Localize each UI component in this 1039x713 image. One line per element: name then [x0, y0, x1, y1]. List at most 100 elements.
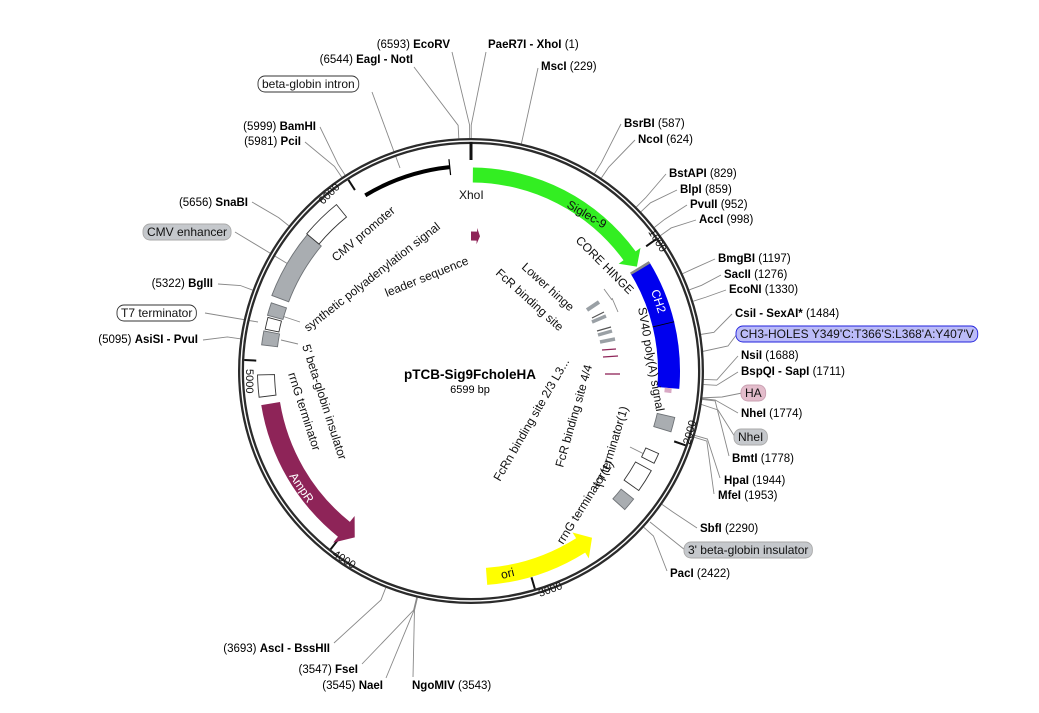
site-leader-line	[470, 51, 487, 139]
feature-cmv-enhancer[interactable]	[271, 233, 322, 303]
feature-leader-sequence[interactable]	[471, 228, 480, 245]
callout-3-beta-globin-insulator[interactable]: 3' beta-globin insulator	[683, 541, 813, 559]
callout-text: CMV enhancer	[147, 225, 227, 239]
feature-sv40-poly-a-signal[interactable]	[653, 412, 676, 433]
site-name: BstAPI	[669, 168, 707, 180]
site-label[interactable]: BstAPI (829)	[669, 168, 737, 180]
callout-text: NheI	[738, 430, 763, 444]
callout-t7-terminator[interactable]: T7 terminator	[116, 304, 197, 322]
site-label[interactable]: EcoNI (1330)	[729, 284, 798, 296]
callout-box	[116, 304, 197, 322]
site-leader-line	[702, 398, 730, 457]
tick-mark	[645, 238, 657, 248]
feature-ch3-holes[interactable]	[652, 321, 680, 389]
site-label[interactable]: (6544) EagI - NotI	[320, 54, 413, 66]
feature-3-beta-globin-insulator[interactable]	[612, 488, 635, 511]
rrng-terminator-1-label: rrnG terminator(1)	[554, 458, 617, 547]
site-name: BglII	[188, 278, 213, 290]
site-label[interactable]: NsiI (1688)	[741, 350, 799, 362]
feature-t7-terminator[interactable]	[264, 316, 283, 333]
callout-text: HA	[745, 386, 762, 400]
site-label[interactable]: AccI (998)	[699, 214, 754, 226]
callout-ha[interactable]: HA	[740, 384, 767, 402]
site-label[interactable]: (5656) SnaBI	[179, 197, 248, 209]
site-label[interactable]: SacII (1276)	[724, 269, 787, 281]
site-label[interactable]: (5981) PciI	[244, 136, 301, 148]
feature-beta-globin-intron[interactable]	[364, 165, 450, 198]
callout-nhei[interactable]: NheI	[733, 428, 768, 446]
callout-box	[683, 541, 813, 559]
restriction-sites: PaeR7I - XhoI (1) MscI (229) BsrBI (587) Nc…	[98, 39, 845, 692]
site-label[interactable]: MfeI (1953)	[718, 490, 778, 502]
site-name: HpaI	[724, 475, 749, 487]
site-label[interactable]: NgoMIV (3543)	[412, 680, 491, 692]
site-label[interactable]: BmgBI (1197)	[718, 253, 791, 265]
site-label[interactable]: MscI (229)	[541, 61, 597, 73]
callout-box	[142, 223, 232, 241]
site-label[interactable]: BmtI (1778)	[732, 453, 794, 465]
site-name: PciI	[281, 136, 301, 148]
callout-ch3-holes[interactable]: CH3-HOLES Y349'C:T366'S:L368'A:Y407'V	[735, 325, 979, 343]
site-label[interactable]: BsrBI (587)	[624, 118, 685, 130]
site-label[interactable]: (3547) FseI	[299, 664, 358, 676]
site-position: (1944)	[752, 475, 785, 487]
site-label[interactable]: CsiI - SexAI* (1484)	[735, 308, 839, 320]
site-label[interactable]: PacI (2422)	[670, 568, 730, 580]
site-name: BamHI	[280, 121, 316, 133]
callout-beta-globin-intron[interactable]: beta-globin intron	[257, 75, 360, 93]
feature-ch2[interactable]	[630, 262, 675, 327]
feature-ampr[interactable]	[261, 402, 355, 543]
feature-ori[interactable]	[485, 532, 593, 585]
tick-mark	[673, 440, 686, 447]
callout-cmv-enhancer[interactable]: CMV enhancer	[142, 223, 232, 241]
site-label[interactable]: (3693) AscI - BssHII	[223, 643, 330, 655]
tick-label: 5000	[243, 369, 255, 393]
site-name: PacI	[670, 568, 694, 580]
site-label[interactable]: NcoI (624)	[638, 134, 693, 146]
feature-5-beta-globin-insulator[interactable]	[261, 330, 281, 348]
callout-text: beta-globin intron	[262, 77, 355, 91]
site-name: NheI	[741, 408, 766, 420]
site-label[interactable]: BspQI - SapI (1711)	[741, 366, 845, 378]
site-label[interactable]: PvuII (952)	[690, 199, 748, 211]
site-position: (1953)	[744, 490, 777, 502]
site-position: (5656)	[179, 197, 212, 209]
feature-siglec-9[interactable]	[472, 167, 641, 267]
site-label[interactable]: (5999) BamHI	[243, 121, 316, 133]
site-leader-line	[703, 371, 739, 386]
site-name: AscI - BssHII	[260, 643, 330, 655]
site-position: (1276)	[754, 269, 787, 281]
site-position: (829)	[710, 168, 737, 180]
feature-ha[interactable]	[664, 387, 672, 394]
feature-t7-terminator-1-[interactable]	[640, 447, 660, 464]
site-label[interactable]: (5322) BglII	[152, 278, 213, 290]
plasmid-length: 6599 bp	[450, 384, 490, 396]
site-leader-line	[640, 189, 678, 213]
site-leader-line	[693, 289, 727, 302]
site-position: (5322)	[152, 278, 185, 290]
site-label[interactable]: (5095) AsiSI - PvuI	[98, 334, 198, 346]
site-leader-line	[412, 597, 418, 678]
site-position: (1484)	[806, 308, 839, 320]
site-name: PaeR7I - XhoI	[488, 39, 562, 51]
site-label[interactable]: (6593) EcoRV	[377, 39, 451, 51]
site-position: (3547)	[299, 664, 332, 676]
site-label[interactable]: PaeR7I - XhoI (1)	[488, 39, 579, 51]
site-label[interactable]: (3545) NaeI	[322, 680, 383, 692]
site-position: (229)	[570, 61, 597, 73]
feature-rrng-terminator-1-[interactable]	[623, 461, 652, 492]
site-label[interactable]: SbfI (2290)	[700, 523, 758, 535]
site-label[interactable]: BlpI (859)	[680, 184, 732, 196]
site-label[interactable]: HpaI (1944)	[724, 475, 786, 487]
tick-mark	[244, 359, 257, 362]
ori-label: ori	[499, 565, 515, 582]
feature-synthetic-polyadenylation-signal[interactable]	[266, 302, 288, 321]
tick-mark	[530, 577, 536, 590]
site-name: BmgBI	[718, 253, 755, 265]
feature-cmv-promoter[interactable]	[306, 203, 348, 245]
feature-rrng-terminator[interactable]	[257, 374, 277, 398]
site-position: (859)	[705, 184, 732, 196]
site-label[interactable]: NheI (1774)	[741, 408, 803, 420]
site-position: (5095)	[98, 334, 131, 346]
